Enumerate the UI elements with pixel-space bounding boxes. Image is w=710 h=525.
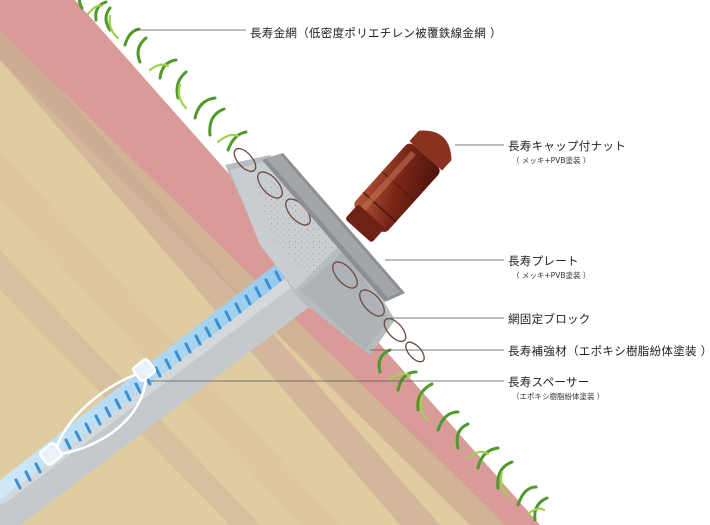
fixing-block xyxy=(225,155,395,355)
label-plate: 長寿プレート xyxy=(508,254,579,268)
label-wire-mesh: 長寿金網（低密度ポリエチレン被覆鉄線金網 ） xyxy=(250,26,502,40)
spacer xyxy=(38,358,157,466)
label-plate-group: 長寿プレート （ メッキ+PVB塗装 ） xyxy=(508,253,590,281)
label-plate-sub: （ メッキ+PVB塗装 ） xyxy=(512,271,591,280)
plate xyxy=(262,153,405,302)
cap-nut xyxy=(346,130,452,242)
label-block-group: 網固定ブロック xyxy=(508,311,591,327)
label-cap-nut-sub: （ メッキ+PVB塗装 ） xyxy=(512,156,591,165)
leader-lines xyxy=(135,29,504,382)
wire-mesh xyxy=(233,147,425,363)
label-reinforcement-group: 長寿補強材（エポキシ樹脂紛体塗装 ） xyxy=(508,343,710,359)
label-spacer-group: 長寿スペーサー （エポキシ樹脂紛体塗装 ） xyxy=(508,374,604,402)
label-cap-nut-group: 長寿キャップ付ナット （ メッキ+PVB塗装 ） xyxy=(508,138,626,166)
label-reinforcement: 長寿補強材（エポキシ樹脂紛体塗装 ） xyxy=(508,344,710,358)
grass xyxy=(77,0,549,522)
label-spacer: 長寿スペーサー xyxy=(508,375,590,389)
label-block: 網固定ブロック xyxy=(508,312,591,326)
label-cap-nut: 長寿キャップ付ナット xyxy=(508,139,626,153)
label-spacer-sub: （エポキシ樹脂紛体塗装 ） xyxy=(512,392,605,401)
